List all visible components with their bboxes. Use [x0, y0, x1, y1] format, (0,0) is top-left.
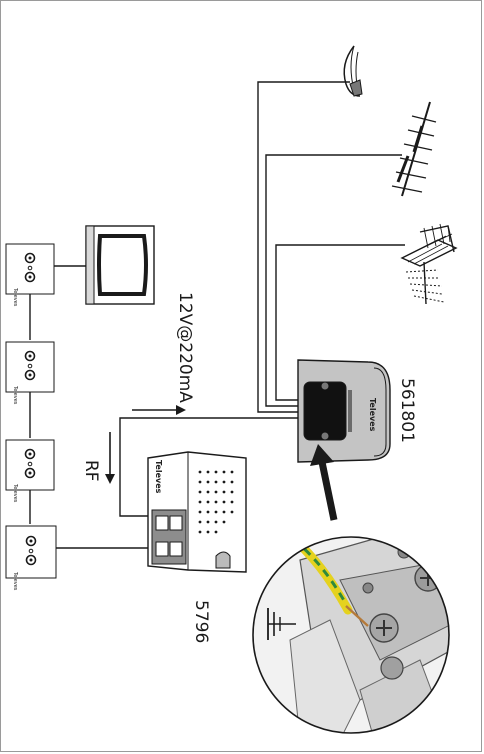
outlet-4: Televes [5, 525, 57, 591]
power-supply-brand: Televes [154, 460, 163, 494]
rf-arrow [105, 432, 115, 484]
television-icon [85, 225, 155, 305]
outlet-brand: Televes [12, 385, 18, 405]
amplifier-561801: Televes [297, 359, 391, 463]
ground-symbol-icon [267, 608, 296, 640]
outlet-brand: Televes [12, 571, 18, 591]
outlet-icon [24, 350, 36, 381]
power-supply-5796: Televes [147, 451, 247, 573]
ground-detail-arrow [310, 444, 338, 521]
panel-antenna-icon [400, 223, 458, 305]
outlet-3: Televes [5, 439, 55, 503]
yagi-antenna-icon [391, 101, 437, 197]
outlet-icon [25, 535, 37, 566]
power-label: 12V@220mA [175, 292, 195, 403]
wiring [29, 81, 405, 549]
vent-holes [198, 470, 234, 534]
power-arrow [132, 405, 186, 415]
outlet-brand: Televes [12, 483, 18, 503]
outlet-2: Televes [5, 341, 55, 405]
satellite-dish-icon [343, 45, 363, 97]
amplifier-code-label: 561801 [397, 378, 417, 443]
power-supply-code-label: 5796 [191, 600, 211, 643]
grounding-detail-magnifier [252, 536, 450, 734]
outlet-1: Televes [5, 243, 55, 307]
outlet-brand: Televes [12, 287, 18, 307]
rf-label: RF [81, 460, 101, 482]
outlet-icon [24, 252, 36, 283]
outlet-icon [24, 448, 36, 479]
amplifier-brand: Televes [368, 398, 377, 432]
